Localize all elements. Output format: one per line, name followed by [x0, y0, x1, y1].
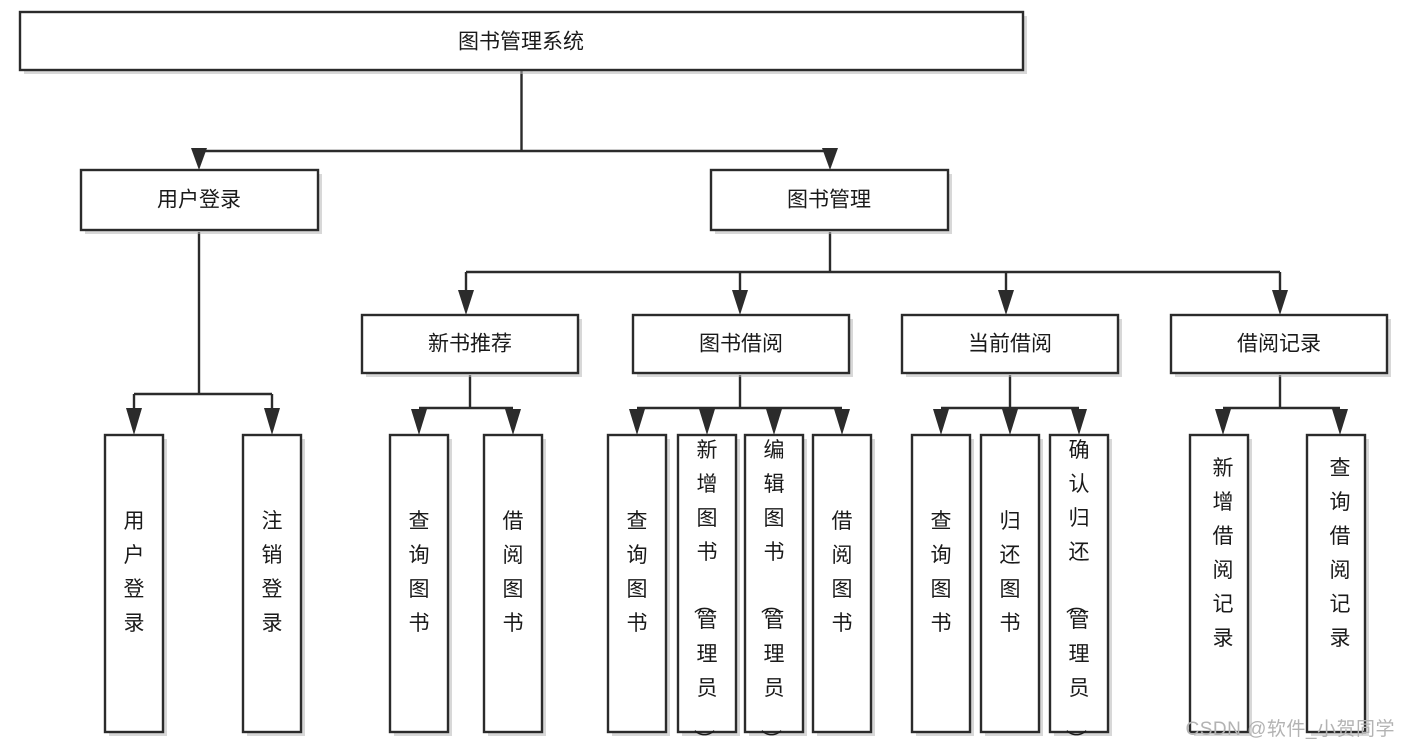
watermark-text: CSDN @软件_小贺同学 [1185, 719, 1395, 740]
vertical-label-layer: 用户登录 注销登录 查询图书 借阅图书 查询图书 新增图书（管理员） 编辑图书（管理员） 借阅… [124, 439, 1351, 747]
arrow-head-leaf-query-book-3 [933, 409, 949, 435]
arrow-head-leaf-query-record [1332, 409, 1348, 435]
node-borrow-record[interactable]: 借阅记录 [1169, 313, 1391, 377]
arrow-head-leaf-user-login [126, 408, 142, 435]
node-leaf-user-login-box[interactable] [103, 433, 165, 734]
node-leaf-add-book[interactable] [676, 433, 740, 736]
node-current-borrow[interactable]: 当前借阅 [900, 313, 1122, 377]
node-leaf-borrow-book-1-box[interactable] [482, 433, 544, 734]
node-root-box[interactable] [18, 10, 1025, 72]
node-borrow-record-box[interactable] [1169, 313, 1389, 375]
node-user-login[interactable]: 用户登录 [79, 168, 322, 234]
node-book-borrow-box[interactable] [631, 313, 851, 375]
arrow-head-leaf-add-book [699, 409, 715, 435]
node-leaf-borrow-book-1[interactable] [482, 433, 546, 736]
node-leaf-add-book-box[interactable] [676, 433, 738, 734]
node-root-label: 图书管理系统 [458, 31, 584, 54]
arrow-head-leaf-return-book [1002, 409, 1018, 435]
arrow-head-current-borrow [998, 290, 1014, 315]
node-leaf-query-book-2-label: 查询图书 [627, 510, 648, 635]
node-book-mgmt-box[interactable] [709, 168, 950, 232]
arrow-head-leaf-logout [264, 408, 280, 435]
arrow-head-leaf-query-book-2 [629, 409, 645, 435]
node-leaf-borrow-book-2[interactable] [811, 433, 875, 736]
node-leaf-user-login-label: 用户登录 [124, 510, 145, 635]
node-new-book-rec-label: 新书推荐 [428, 333, 512, 356]
node-leaf-query-book-3-label: 查询图书 [931, 510, 952, 635]
node-user-login-label: 用户登录 [157, 189, 241, 212]
node-leaf-confirm-return[interactable] [1048, 433, 1112, 736]
node-leaf-edit-book-label: 编辑图书（管理员） [759, 439, 785, 747]
node-leaf-add-record[interactable] [1188, 433, 1252, 736]
arrow-head-leaf-query-book-1 [411, 409, 427, 435]
node-leaf-return-book-box[interactable] [979, 433, 1041, 734]
node-leaf-add-record-label: 新增借阅记录 [1213, 457, 1234, 650]
node-leaf-edit-book-box[interactable] [743, 433, 805, 734]
arrow-head-leaf-borrow-book-1 [505, 409, 521, 435]
node-leaf-borrow-book-1-label: 借阅图书 [503, 510, 524, 635]
node-leaf-query-book-1-label: 查询图书 [409, 510, 430, 635]
node-leaf-add-book-label: 新增图书（管理员） [692, 439, 718, 747]
node-leaf-query-record[interactable] [1305, 433, 1369, 736]
arrow-head-leaf-borrow-book-2 [834, 409, 850, 435]
node-book-borrow-label: 图书借阅 [699, 333, 783, 356]
node-current-borrow-box[interactable] [900, 313, 1120, 375]
arrow-head-new-book-rec [458, 290, 474, 315]
node-leaf-logout-label: 注销登录 [262, 510, 283, 635]
connector-layer [126, 70, 1348, 435]
arrow-head-leaf-add-record [1215, 409, 1231, 435]
node-borrow-record-label: 借阅记录 [1237, 333, 1321, 356]
node-leaf-return-book[interactable] [979, 433, 1043, 736]
node-leaf-query-book-2-box[interactable] [606, 433, 668, 734]
node-leaf-edit-book[interactable] [743, 433, 807, 736]
node-book-borrow[interactable]: 图书借阅 [631, 313, 853, 377]
arrow-head-leaf-edit-book [766, 409, 782, 435]
arrow-head-book-mgmt [822, 148, 838, 170]
arrow-head-book-borrow [732, 290, 748, 315]
node-leaf-confirm-return-label: 确认归还（管理员） [1064, 439, 1090, 747]
node-leaf-user-login[interactable] [103, 433, 167, 736]
arrow-head-borrow-record [1272, 290, 1288, 315]
node-leaf-query-book-3[interactable] [910, 433, 974, 736]
node-leaf-add-record-box[interactable] [1188, 433, 1250, 734]
node-leaf-logout-box[interactable] [241, 433, 303, 734]
node-leaf-query-book-3-box[interactable] [910, 433, 972, 734]
node-leaf-query-record-box[interactable] [1305, 433, 1367, 734]
arrow-head-leaf-confirm-return [1071, 409, 1087, 435]
node-leaf-query-book-2[interactable] [606, 433, 670, 736]
node-new-book-rec-box[interactable] [360, 313, 580, 375]
node-user-login-box[interactable] [79, 168, 320, 232]
node-leaf-borrow-book-2-box[interactable] [811, 433, 873, 734]
node-leaf-query-record-label: 查询借阅记录 [1330, 457, 1351, 650]
node-leaf-query-book-1-box[interactable] [388, 433, 450, 734]
node-leaf-query-book-1[interactable] [388, 433, 452, 736]
node-root[interactable]: 图书管理系统 [18, 10, 1027, 74]
node-leaf-borrow-book-2-label: 借阅图书 [832, 510, 853, 635]
arrow-head-user-login [191, 148, 207, 170]
node-leaf-return-book-label: 归还图书 [1000, 510, 1021, 635]
node-current-borrow-label: 当前借阅 [968, 333, 1052, 356]
node-book-mgmt-label: 图书管理 [787, 189, 871, 212]
node-new-book-rec[interactable]: 新书推荐 [360, 313, 582, 377]
node-book-mgmt[interactable]: 图书管理 [709, 168, 952, 234]
node-leaf-confirm-return-box[interactable] [1048, 433, 1110, 734]
node-leaf-logout[interactable] [241, 433, 305, 736]
